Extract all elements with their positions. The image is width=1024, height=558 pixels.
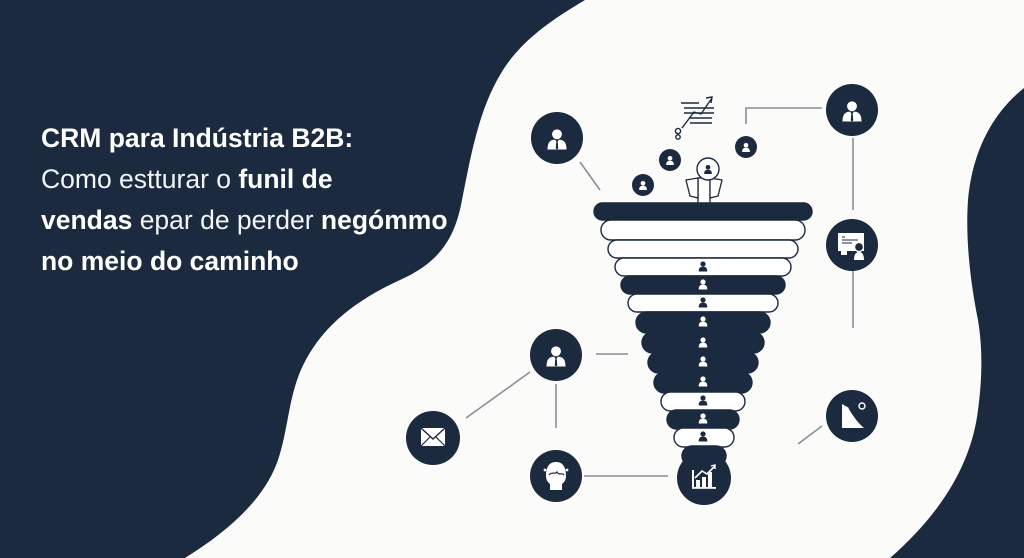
support-agent-icon xyxy=(530,450,582,502)
growth-notes-icon xyxy=(674,96,714,140)
funnel-layer-2 xyxy=(600,219,806,241)
headline-line-2: Como estturar o funil de xyxy=(41,159,461,200)
headline-line-3-bold-a: vendas xyxy=(41,205,133,235)
connector-lines xyxy=(465,107,854,477)
headline-line-1: CRM para Indústria B2B: xyxy=(41,123,354,153)
person-entering-funnel-icon xyxy=(685,157,723,205)
headline-line-3: vendas epar de perder negómmo xyxy=(41,200,461,241)
businessman-icon-top-left xyxy=(531,112,583,164)
headline: CRM para Indústria B2B: Como estturar o … xyxy=(41,118,461,282)
businessman-icon-top-right xyxy=(826,84,878,136)
person-badge-small-1 xyxy=(632,174,654,196)
right-navy-wave xyxy=(890,88,1024,558)
certificate-icon xyxy=(826,219,878,271)
headline-line-3-regular: epar de perder xyxy=(132,205,321,235)
businessman-icon-middle-left xyxy=(530,329,582,381)
headline-line-2-bold: funil de xyxy=(238,164,333,194)
funnel-layer-1 xyxy=(593,202,813,221)
person-badge-small-2 xyxy=(659,149,681,171)
funnel-layer-3 xyxy=(607,239,799,259)
headline-line-3-bold-b: negómmo xyxy=(320,205,448,235)
funnel xyxy=(593,202,813,467)
bar-chart-growth-icon xyxy=(677,451,731,505)
person-badge-small-3 xyxy=(735,136,757,158)
envelope-icon xyxy=(406,411,460,465)
growth-curve-icon xyxy=(826,390,878,442)
headline-line-4: no meio do caminho xyxy=(41,246,299,276)
left-navy-wave xyxy=(0,0,585,558)
headline-line-2-regular: Como estturar o xyxy=(41,164,239,194)
